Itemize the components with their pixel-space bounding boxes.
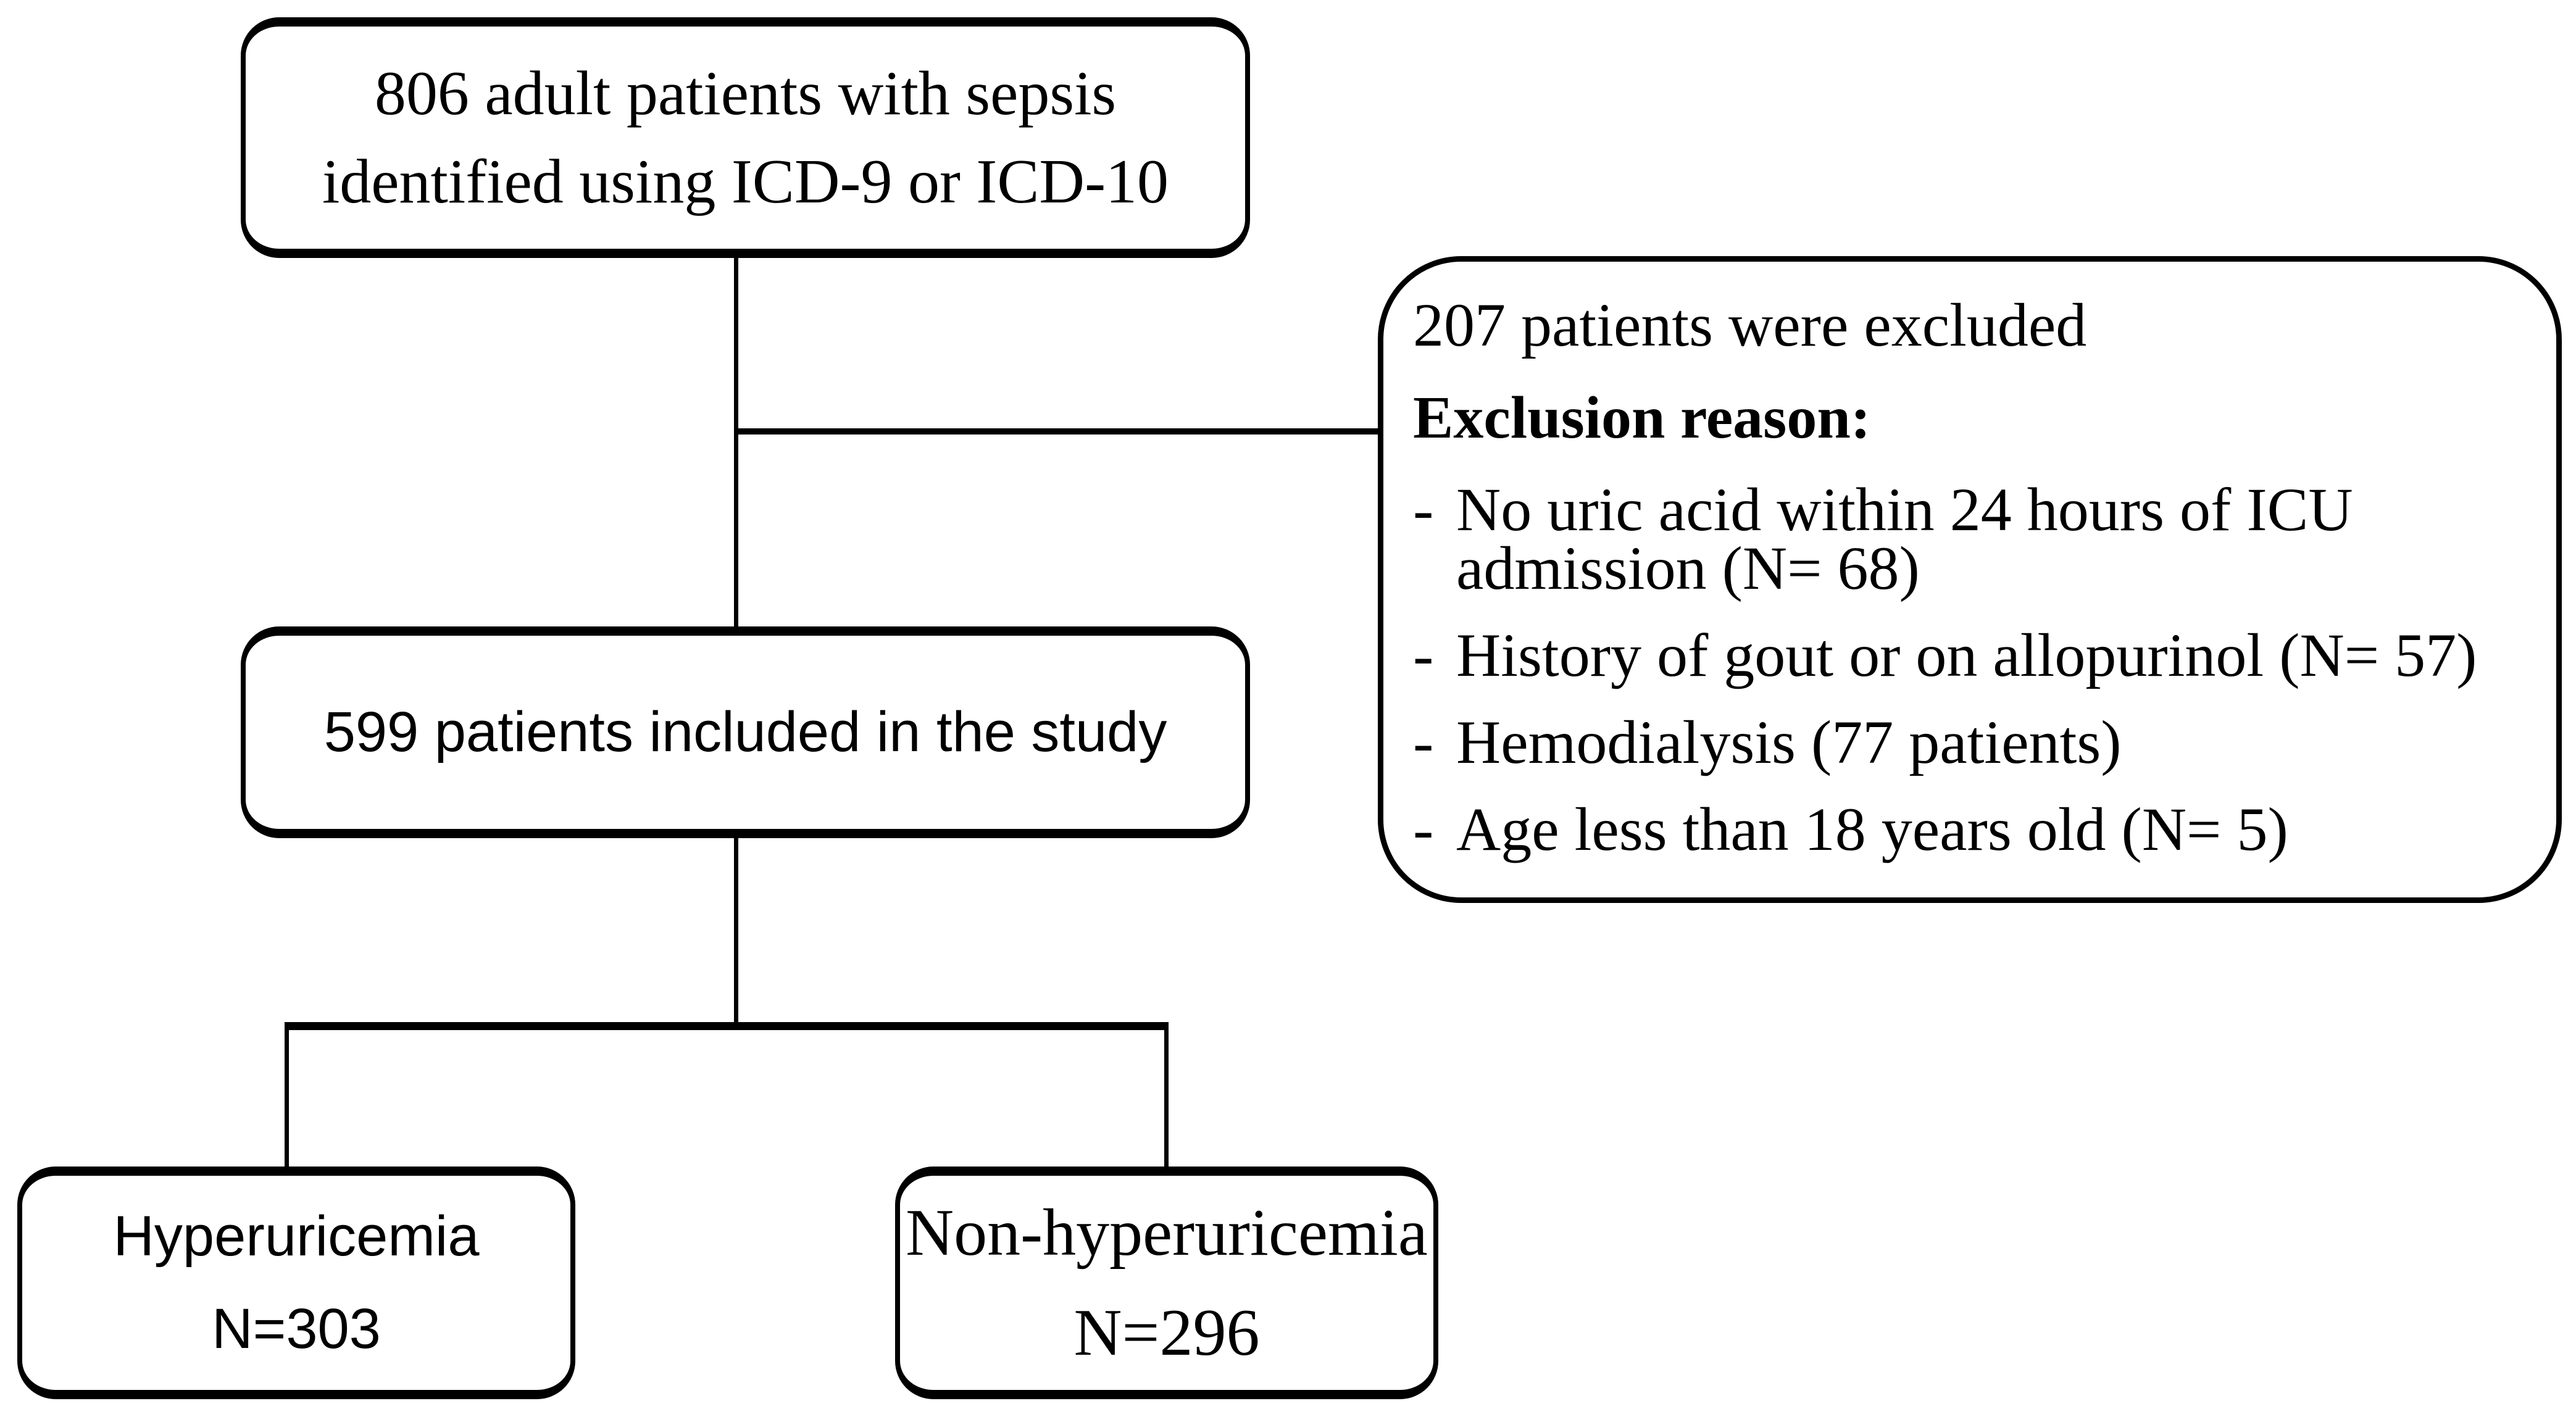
exclusion-item-text-line: Age less than 18 years old (N= 5)	[1456, 794, 2288, 863]
box-included: 599 patients included in the study	[241, 626, 1250, 838]
box-included-text: 599 patients included in the study	[323, 701, 1167, 763]
connector-top-to-middle	[734, 258, 738, 626]
bullet-dash-icon: -	[1413, 620, 1434, 689]
box-non-hyperuricemia: Non-hyperuricemia N=296	[895, 1167, 1438, 1399]
box-hyperuricemia-label: Hyperuricemia	[113, 1205, 480, 1268]
exclusion-item-text-line: No uric acid within 24 hours of ICU	[1456, 475, 2353, 544]
branch-line	[285, 1022, 1169, 1030]
box-hyperuricemia-count: N=303	[212, 1297, 381, 1360]
box-hyperuricemia: Hyperuricemia N=303	[17, 1167, 575, 1399]
box-sepsis-patients-line1: 806 adult patients with sepsis	[374, 59, 1117, 128]
exclusion-reason-list: - No uric acid within 24 hours of ICU ad…	[1413, 475, 2538, 863]
box-non-hyperuricemia-label: Non-hyperuricemia	[906, 1196, 1428, 1270]
exclusion-item-text: Age less than 18 years old (N= 5)	[1456, 794, 2538, 863]
exclusion-item-text: History of gout or on allopurinol (N= 57…	[1456, 620, 2538, 689]
exclusion-item-text: Hemodialysis (77 patients)	[1456, 707, 2538, 776]
exclusion-item-text-line: History of gout or on allopurinol (N= 57…	[1456, 620, 2477, 689]
bullet-dash-icon: -	[1413, 707, 1434, 776]
box-sepsis-patients: 806 adult patients with sepsis identifie…	[241, 17, 1250, 258]
connector-middle-to-branch	[734, 838, 738, 1026]
bullet-dash-icon: -	[1413, 475, 1434, 544]
exclusion-item-text-line: Hemodialysis (77 patients)	[1456, 707, 2122, 776]
box-excluded: 207 patients were excluded Exclusion rea…	[1378, 256, 2562, 903]
excluded-title: 207 patients were excluded	[1413, 291, 2087, 359]
connector-branch-to-right	[1164, 1030, 1169, 1167]
excluded-subtitle: Exclusion reason:	[1413, 385, 1871, 451]
exclusion-item-gout-allopurinol: - History of gout or on allopurinol (N= …	[1413, 620, 2538, 689]
exclusion-item-age: - Age less than 18 years old (N= 5)	[1413, 794, 2538, 863]
exclusion-item-hemodialysis: - Hemodialysis (77 patients)	[1413, 707, 2538, 776]
exclusion-item-no-uric-acid: - No uric acid within 24 hours of ICU ad…	[1413, 475, 2538, 602]
bullet-dash-icon: -	[1413, 794, 1434, 863]
box-sepsis-patients-line2: identified using ICD-9 or ICD-10	[322, 147, 1169, 217]
connector-branch-to-left	[285, 1030, 289, 1167]
connector-to-exclusion	[734, 428, 1378, 435]
box-non-hyperuricemia-count: N=296	[1073, 1295, 1260, 1370]
exclusion-item-text-line: admission (N= 68)	[1456, 533, 1920, 602]
exclusion-item-text: No uric acid within 24 hours of ICU admi…	[1456, 475, 2538, 602]
